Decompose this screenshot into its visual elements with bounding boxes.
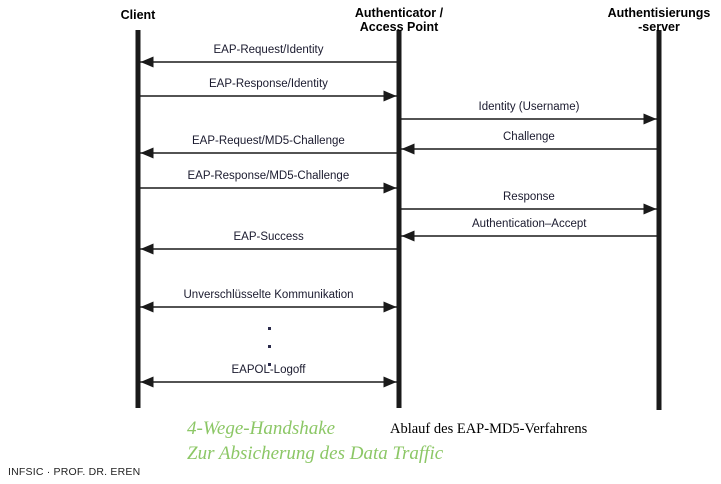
lifeline-header-authentication-server: Authentisierungs -server bbox=[607, 6, 711, 34]
message-label: Authentication–Accept bbox=[472, 218, 587, 230]
arrow-head bbox=[383, 90, 397, 102]
message-label: EAPOL-Logoff bbox=[231, 364, 306, 376]
message-label: Challenge bbox=[503, 131, 555, 143]
diagram-title-caption: Ablauf des EAP-MD5-Verfahrens bbox=[390, 421, 588, 437]
lifeline-bar bbox=[135, 30, 141, 408]
message-label: Unverschlüsselte Kommunikation bbox=[183, 289, 354, 301]
green-annotation-line-2: Zur Absicherung des Data Traffic bbox=[187, 443, 444, 464]
lifeline-bar bbox=[396, 30, 402, 408]
arrow-head bbox=[140, 56, 154, 68]
lifeline-header-client: Client bbox=[120, 8, 156, 22]
arrow-head bbox=[643, 203, 657, 215]
arrow-head bbox=[140, 243, 154, 255]
message-label: EAP-Success bbox=[233, 231, 304, 243]
ellipsis-dot bbox=[268, 327, 271, 330]
ellipsis-dot bbox=[268, 345, 271, 348]
arrow-head bbox=[401, 230, 415, 242]
arrow-head bbox=[401, 143, 415, 155]
message-label: EAP-Response/MD5-Challenge bbox=[187, 170, 350, 182]
arrow-head bbox=[643, 113, 657, 125]
arrow-head bbox=[140, 376, 154, 388]
green-annotation-line-1: 4-Wege-Handshake bbox=[187, 418, 336, 439]
message-label: EAP-Request/Identity bbox=[213, 44, 324, 56]
arrow-head bbox=[140, 147, 154, 159]
message-label: EAP-Response/Identity bbox=[209, 78, 328, 90]
arrow-head bbox=[383, 182, 397, 194]
message-label: Response bbox=[503, 191, 555, 203]
message-label: EAP-Request/MD5-Challenge bbox=[192, 135, 345, 147]
arrow-head bbox=[140, 301, 154, 313]
message-label: Identity (Username) bbox=[478, 101, 580, 113]
ellipsis-dot bbox=[268, 363, 271, 366]
footer-credit: INFSIC · PROF. DR. EREN bbox=[8, 466, 141, 478]
arrow-head bbox=[383, 376, 397, 388]
lifeline-header-authenticator: Authenticator / Access Point bbox=[354, 6, 444, 34]
lifeline-bar bbox=[656, 30, 662, 410]
arrow-head bbox=[383, 301, 397, 313]
